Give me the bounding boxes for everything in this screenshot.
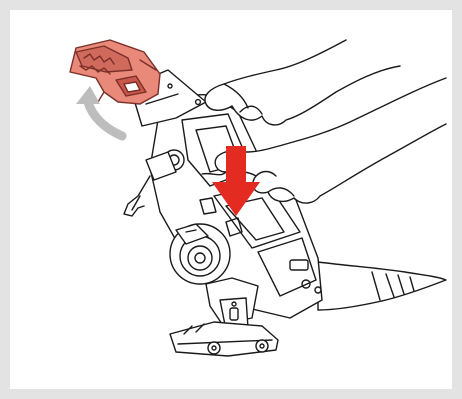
leg <box>205 277 259 331</box>
curved-arrow-icon <box>76 86 127 141</box>
tail <box>317 261 447 311</box>
upper-hand <box>204 39 401 126</box>
hip-joint <box>169 223 231 285</box>
small-arm <box>123 149 185 217</box>
foot <box>169 321 279 357</box>
head-part <box>69 39 161 105</box>
down-arrow-icon <box>212 146 260 216</box>
